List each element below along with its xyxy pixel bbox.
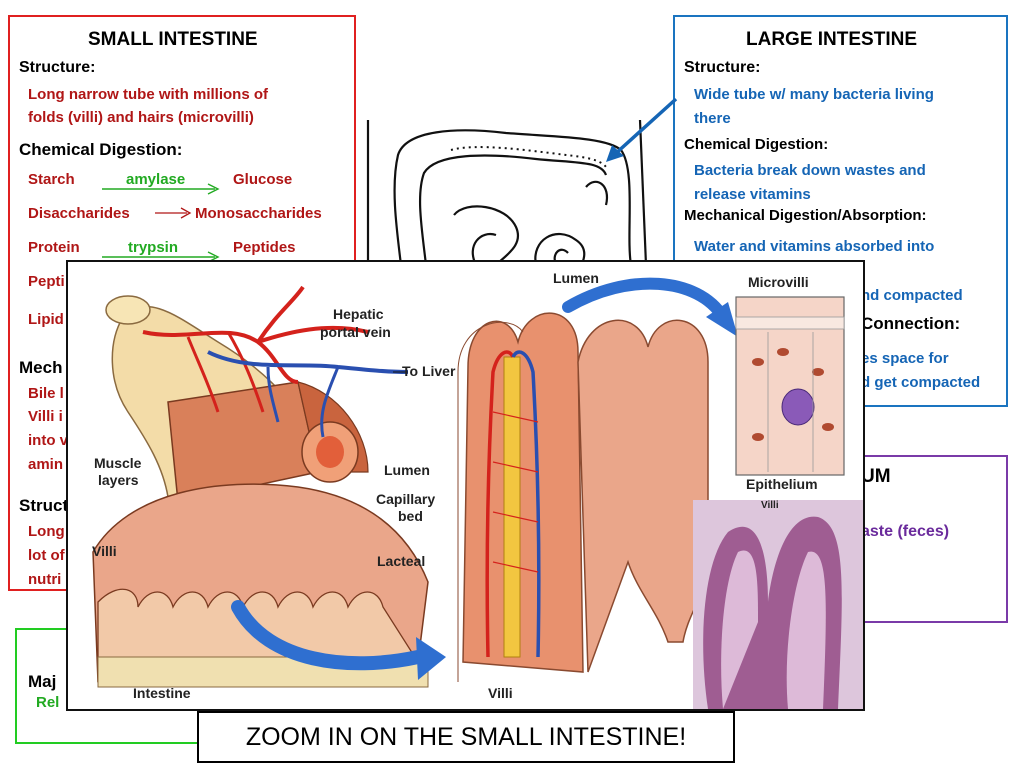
li-mech-text-1: Water and vitamins absorbed into <box>694 238 935 255</box>
reaction-to: Monosaccharides <box>195 205 322 222</box>
hepatic-portal-vein-label: Hepatic <box>333 306 384 322</box>
villi-label: Villi <box>92 543 117 559</box>
si-structure-text-1: Long narrow tube with millions of <box>28 86 268 103</box>
reaction-from: Lipid <box>28 311 64 328</box>
li-chem-text-1: Bacteria break down wastes and <box>694 162 926 179</box>
rectum-title: UM <box>861 466 891 487</box>
si-chem-label: Chemical Digestion: <box>19 140 183 159</box>
reaction-from: Pepti <box>28 273 65 290</box>
li-structure-label: Structure: <box>684 59 761 76</box>
intestine-illustration <box>92 277 863 709</box>
muscle-layers-label: Muscle <box>94 455 142 471</box>
villi-bottom-label: Villi <box>488 685 513 701</box>
zoom-diagram-panel: Hepatic portal vein To Liver Muscle laye… <box>66 260 865 711</box>
reaction-arrow <box>102 183 220 195</box>
si-struct2-label: Struct <box>19 496 69 515</box>
microvilli-label: Microvilli <box>748 274 809 290</box>
capillary-bed-label: Capillary <box>376 491 436 507</box>
rectum-text: aste (feces) <box>861 523 950 540</box>
si-structure-text-2: folds (villi) and hairs (microvilli) <box>28 109 254 126</box>
large-intestine-pointer-arrow <box>606 97 678 162</box>
li-mech-text-2: nd compacted <box>861 287 963 304</box>
si-structure-label: Structure: <box>19 59 96 76</box>
li-chem-text-2: release vitamins <box>694 186 811 203</box>
reaction-enzyme: trypsin <box>128 239 179 256</box>
capillary-bed-label: bed <box>398 508 423 524</box>
to-liver-label: To Liver <box>402 363 456 379</box>
reaction-enzyme: amylase <box>126 171 186 188</box>
hepatic-portal-vein-label: portal vein <box>320 324 391 340</box>
reaction-from: Starch <box>28 171 75 188</box>
si-mech-line: Villi i <box>28 408 63 425</box>
li-connection-text-1: es space for <box>861 350 949 367</box>
lumen-label: Lumen <box>384 462 430 478</box>
reaction-arrow <box>155 207 192 219</box>
intestine-label: Intestine <box>133 685 191 701</box>
green-box-text: Rel <box>36 694 60 711</box>
reaction-to: Glucose <box>233 171 293 188</box>
si-mech-label: Mech <box>19 358 63 377</box>
si-struct2-line: nutri <box>28 571 62 588</box>
li-structure-text-1: Wide tube w/ many bacteria living <box>694 86 934 103</box>
li-connection-text-2: d get compacted <box>861 374 981 391</box>
si-struct2-line: lot of <box>28 547 65 564</box>
lumen-top-label: Lumen <box>553 270 599 286</box>
green-box-label: Maj <box>28 672 57 691</box>
zoom-caption: ZOOM IN ON THE SMALL INTESTINE! <box>197 711 735 763</box>
large-intestine-title: LARGE INTESTINE <box>746 29 918 50</box>
colon-dotted-path <box>450 146 607 168</box>
lacteal-label: Lacteal <box>377 553 426 569</box>
li-chem-label: Chemical Digestion: <box>684 136 829 153</box>
digestive-tract-sketch <box>366 119 648 265</box>
si-struct2-line: Long <box>28 523 65 540</box>
li-connection-label: Connection: <box>861 314 961 333</box>
reaction-from: Protein <box>28 239 80 256</box>
muscle-layers-label: layers <box>98 472 139 488</box>
epithelium-label: Epithelium <box>746 476 818 492</box>
li-mech-label: Mechanical Digestion/Absorption: <box>684 207 927 224</box>
reaction-from: Disaccharides <box>28 205 130 222</box>
small-intestine-title: SMALL INTESTINE <box>88 29 258 50</box>
si-mech-line: amin <box>28 456 64 473</box>
li-structure-text-2: there <box>694 110 731 127</box>
micrograph-villi-label: Villi <box>761 500 779 511</box>
reaction-to: Peptides <box>233 239 296 256</box>
si-mech-line: Bile l <box>28 385 64 402</box>
si-mech-line: into v <box>28 432 68 449</box>
